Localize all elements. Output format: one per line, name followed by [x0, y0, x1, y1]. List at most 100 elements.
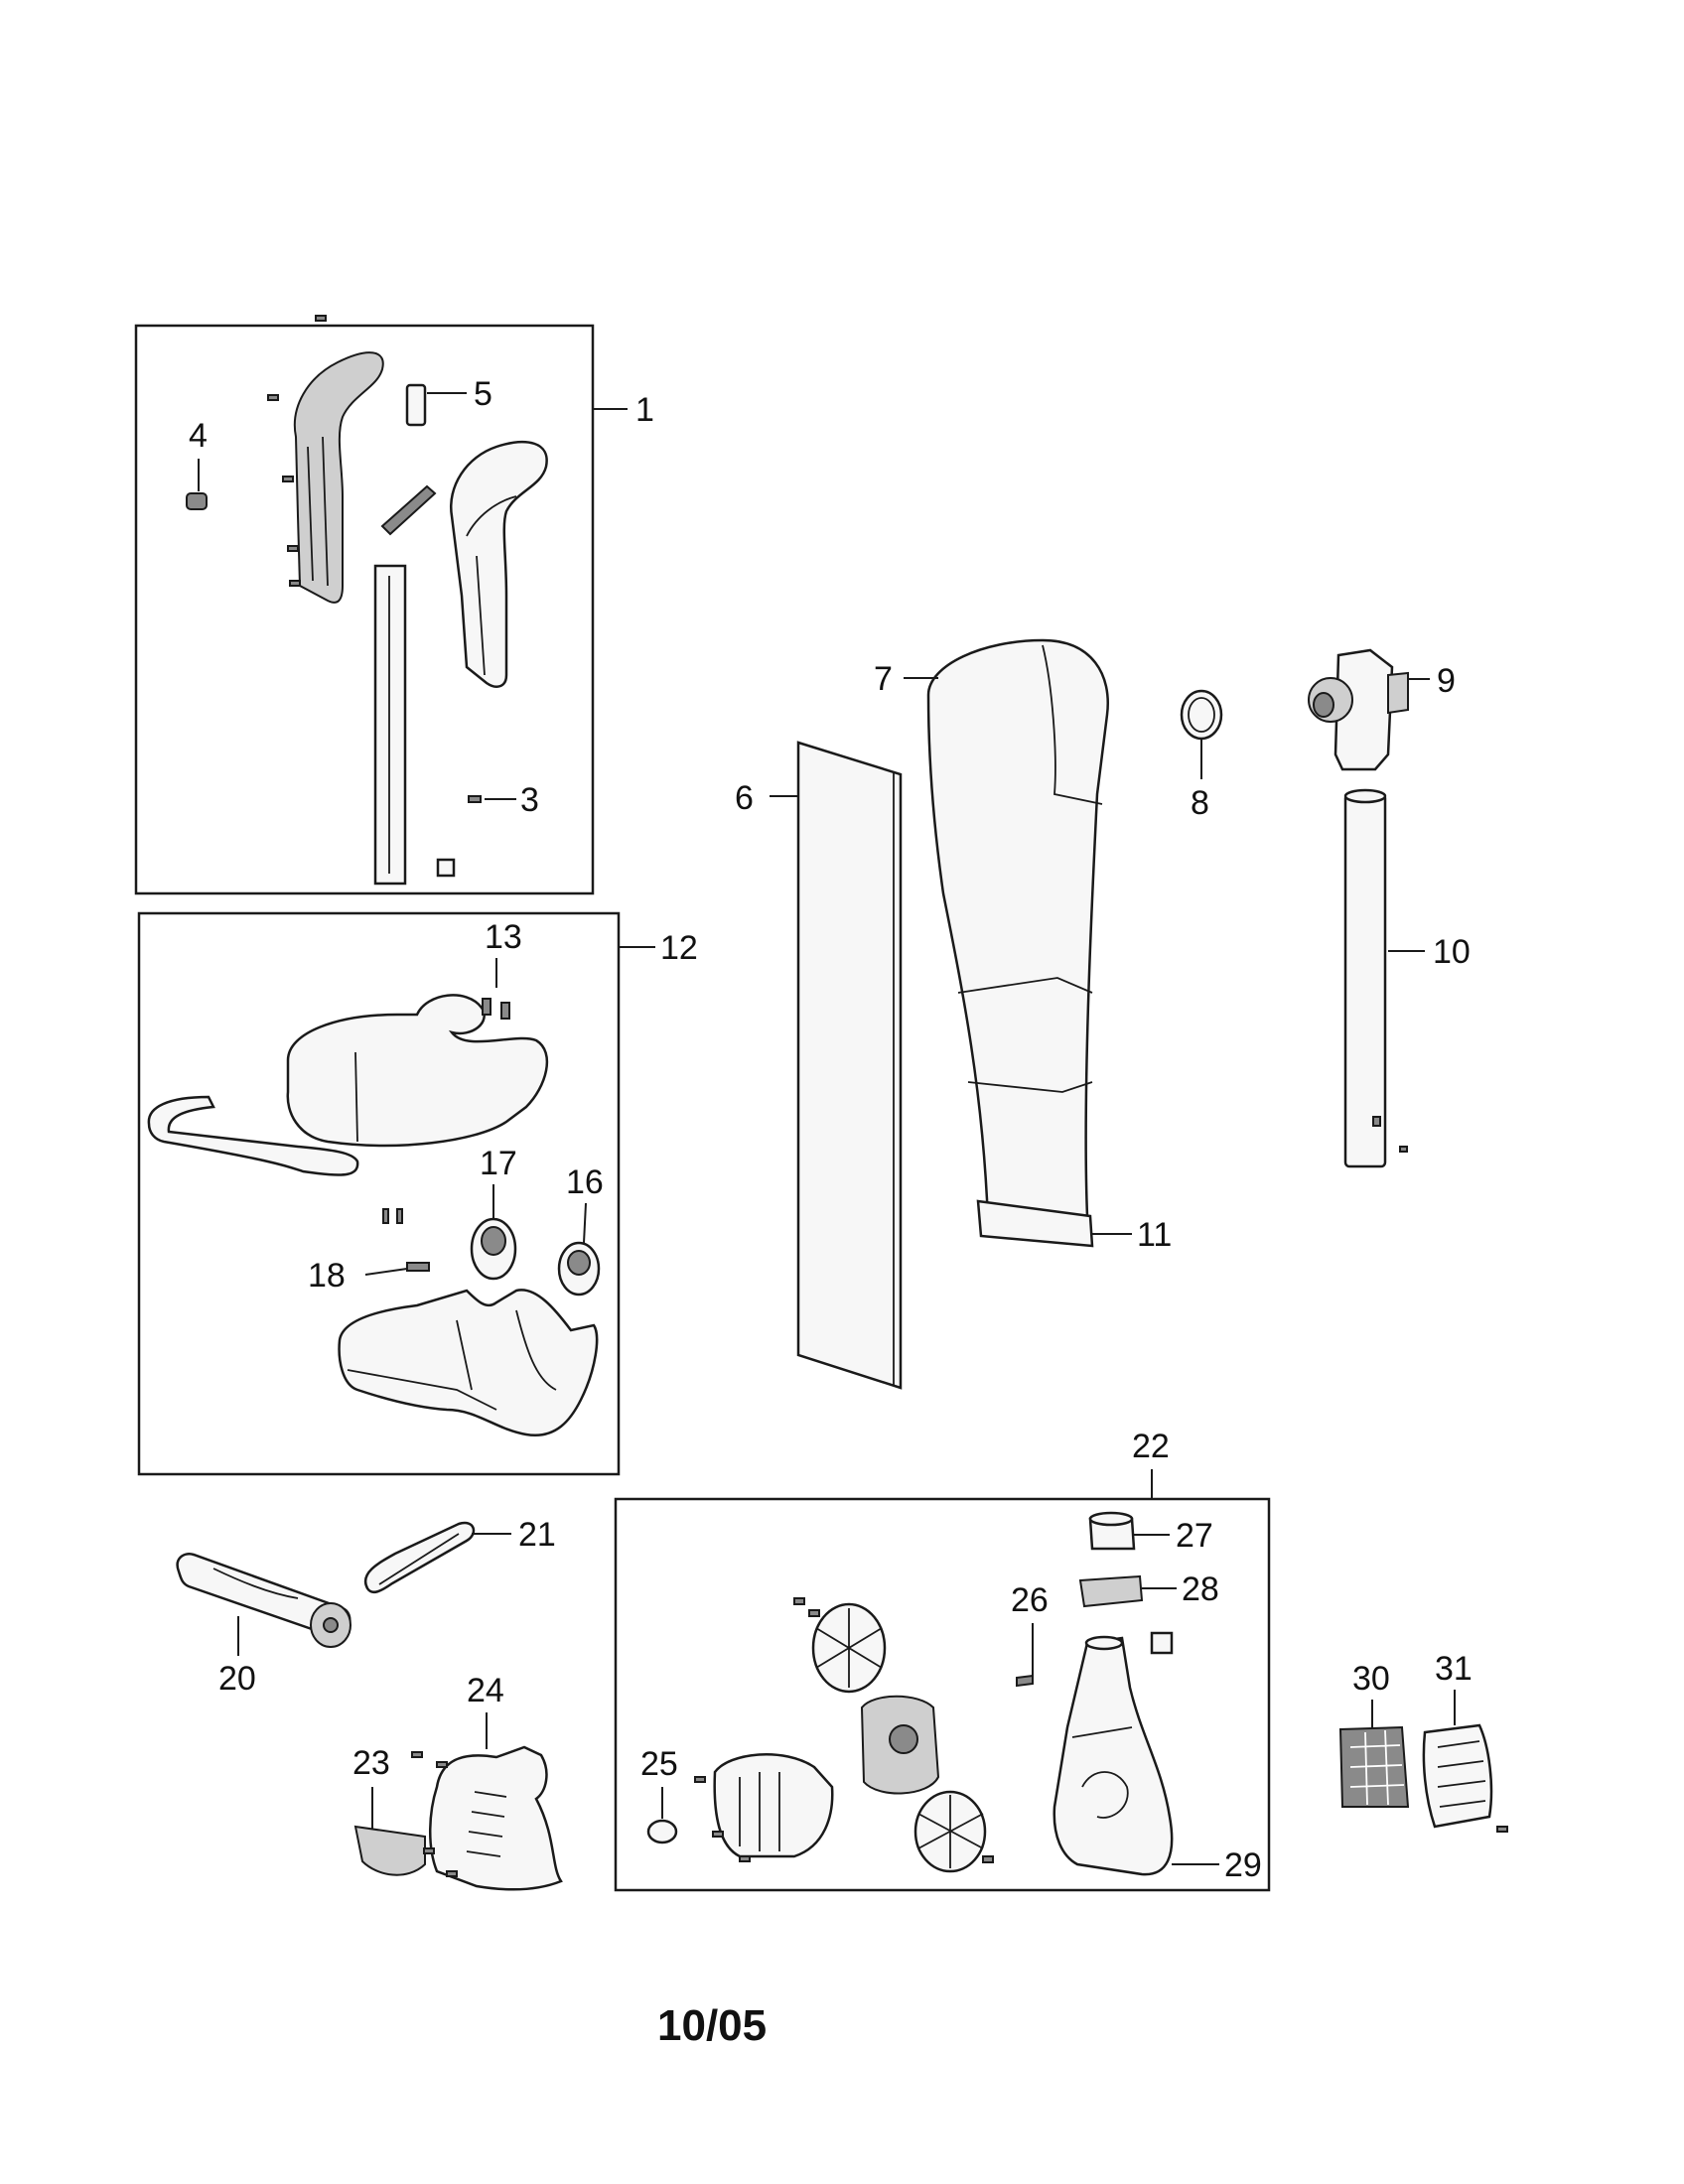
- bag-housing-group: 12 13 16 17 18: [137, 911, 698, 1476]
- brushroll-axle: [323, 1617, 339, 1633]
- callout-18: 18: [308, 1257, 346, 1295]
- leader-16: [583, 1202, 587, 1244]
- handle-tube: [373, 564, 407, 886]
- motor-assembly-frame: [614, 1497, 1271, 1892]
- bag-cuff-part-11: [976, 1199, 1094, 1248]
- callout-11: 11: [1137, 1216, 1172, 1254]
- o-ring-part-8-inner: [1188, 697, 1215, 733]
- motor-assembly-group: 22 25 26 27 28 29: [614, 1428, 1271, 1892]
- callout-22: 22: [1132, 1428, 1170, 1465]
- screw: [739, 1855, 751, 1862]
- revision-date: 10/05: [657, 2001, 767, 2050]
- callout-24: 24: [467, 1672, 504, 1709]
- wand-part-10: [1343, 792, 1387, 1168]
- cover-plate-part-23: [353, 1825, 426, 1876]
- brushroll-group: 20 21: [176, 1516, 556, 1698]
- connector-knob-face: [1313, 692, 1334, 718]
- ring-part-28: [1078, 1574, 1144, 1608]
- wand-button: [1372, 1116, 1381, 1127]
- fan-housing-part-29: [1052, 1636, 1174, 1876]
- base-housing-walls: [347, 1309, 557, 1411]
- clip-part-13: [482, 998, 491, 1016]
- callout-4: 4: [189, 417, 208, 455]
- belt-inner: [378, 1533, 460, 1585]
- callout-7: 7: [874, 660, 893, 698]
- motor-hub: [889, 1724, 918, 1754]
- screw: [423, 1847, 435, 1854]
- hood-part-24-vents: [466, 1791, 507, 1857]
- screw: [446, 1870, 458, 1877]
- callout-1: 1: [635, 391, 654, 429]
- fan-housing-part-29-detail: [1071, 1726, 1133, 1819]
- screw: [982, 1855, 994, 1863]
- handle-left-half: [293, 351, 384, 604]
- callout-25: 25: [640, 1745, 678, 1783]
- bag-part-7-folds: [957, 644, 1103, 1093]
- clip-part-13: [500, 1002, 510, 1020]
- screw: [694, 1776, 706, 1783]
- callout-12: 12: [660, 929, 698, 967]
- filter-part-30-grid: [1349, 1729, 1405, 1806]
- lower-fan-blades: [917, 1795, 984, 1868]
- callout-31: 31: [1435, 1650, 1473, 1688]
- hood-part-24: [429, 1745, 563, 1891]
- fan-housing-nozzle-top: [1084, 1635, 1124, 1651]
- motor-housing-front-vents: [739, 1772, 780, 1851]
- screw: [289, 580, 301, 587]
- screw: [287, 545, 299, 552]
- callout-29: 29: [1224, 1846, 1262, 1884]
- cap-part-25: [646, 1819, 678, 1844]
- callout-9: 9: [1437, 662, 1456, 700]
- filter-panel-part-6: [796, 741, 903, 1390]
- callout-23: 23: [352, 1744, 390, 1782]
- filter-grill-part-31-slots: [1437, 1740, 1486, 1808]
- leader-18: [364, 1268, 408, 1276]
- screw: [282, 476, 294, 482]
- callout-27: 27: [1176, 1517, 1213, 1555]
- bag-housing-base: [338, 1289, 599, 1437]
- switch-knob-part-4: [186, 492, 208, 510]
- upper-fan-blades: [815, 1608, 883, 1688]
- callout-20: 20: [218, 1660, 256, 1698]
- switch-button-part-5: [405, 383, 427, 427]
- callout-26: 26: [1011, 1581, 1049, 1619]
- filter-grill-part-31: [1422, 1723, 1493, 1829]
- screw: [793, 1597, 805, 1605]
- bag-housing-frame: [137, 911, 621, 1476]
- screw: [808, 1609, 820, 1617]
- callout-21: 21: [518, 1516, 556, 1554]
- collar-part-27-top: [1088, 1511, 1134, 1527]
- bag-part-7: [926, 638, 1109, 1223]
- screw: [1496, 1826, 1508, 1833]
- callout-16: 16: [566, 1163, 604, 1201]
- cord-clip: [436, 858, 456, 878]
- callout-3: 3: [520, 781, 539, 819]
- handle-right-rib: [466, 495, 517, 676]
- brushroll-bristles: [212, 1568, 299, 1599]
- motor-hood-group: 23 24: [352, 1672, 563, 1891]
- callout-6: 6: [735, 779, 754, 817]
- screw: [382, 1208, 389, 1224]
- hose-parts-group: 8 9 10: [1180, 648, 1471, 1168]
- bag-housing-cover: [286, 994, 549, 1148]
- handle-right-half: [449, 440, 548, 688]
- screw: [411, 1751, 423, 1758]
- connector-tab: [1387, 671, 1409, 715]
- screw: [712, 1831, 724, 1838]
- callout-28: 28: [1182, 1570, 1219, 1608]
- screw: [267, 394, 279, 401]
- callout-10: 10: [1433, 933, 1471, 971]
- screw: [396, 1208, 403, 1224]
- bag-housing-bumper: [147, 1095, 359, 1176]
- connector-part-9: [1333, 648, 1394, 771]
- bag-parts-group: 6 7 11: [735, 638, 1172, 1390]
- label-tab: [1150, 1631, 1174, 1655]
- callout-17: 17: [480, 1145, 517, 1182]
- screw-part-3: [468, 795, 482, 803]
- cover-seam: [354, 1051, 358, 1143]
- screw: [436, 1761, 448, 1768]
- switch-rod: [380, 484, 437, 536]
- callout-5: 5: [474, 375, 492, 413]
- seal-ring-part-17-hole: [481, 1226, 506, 1256]
